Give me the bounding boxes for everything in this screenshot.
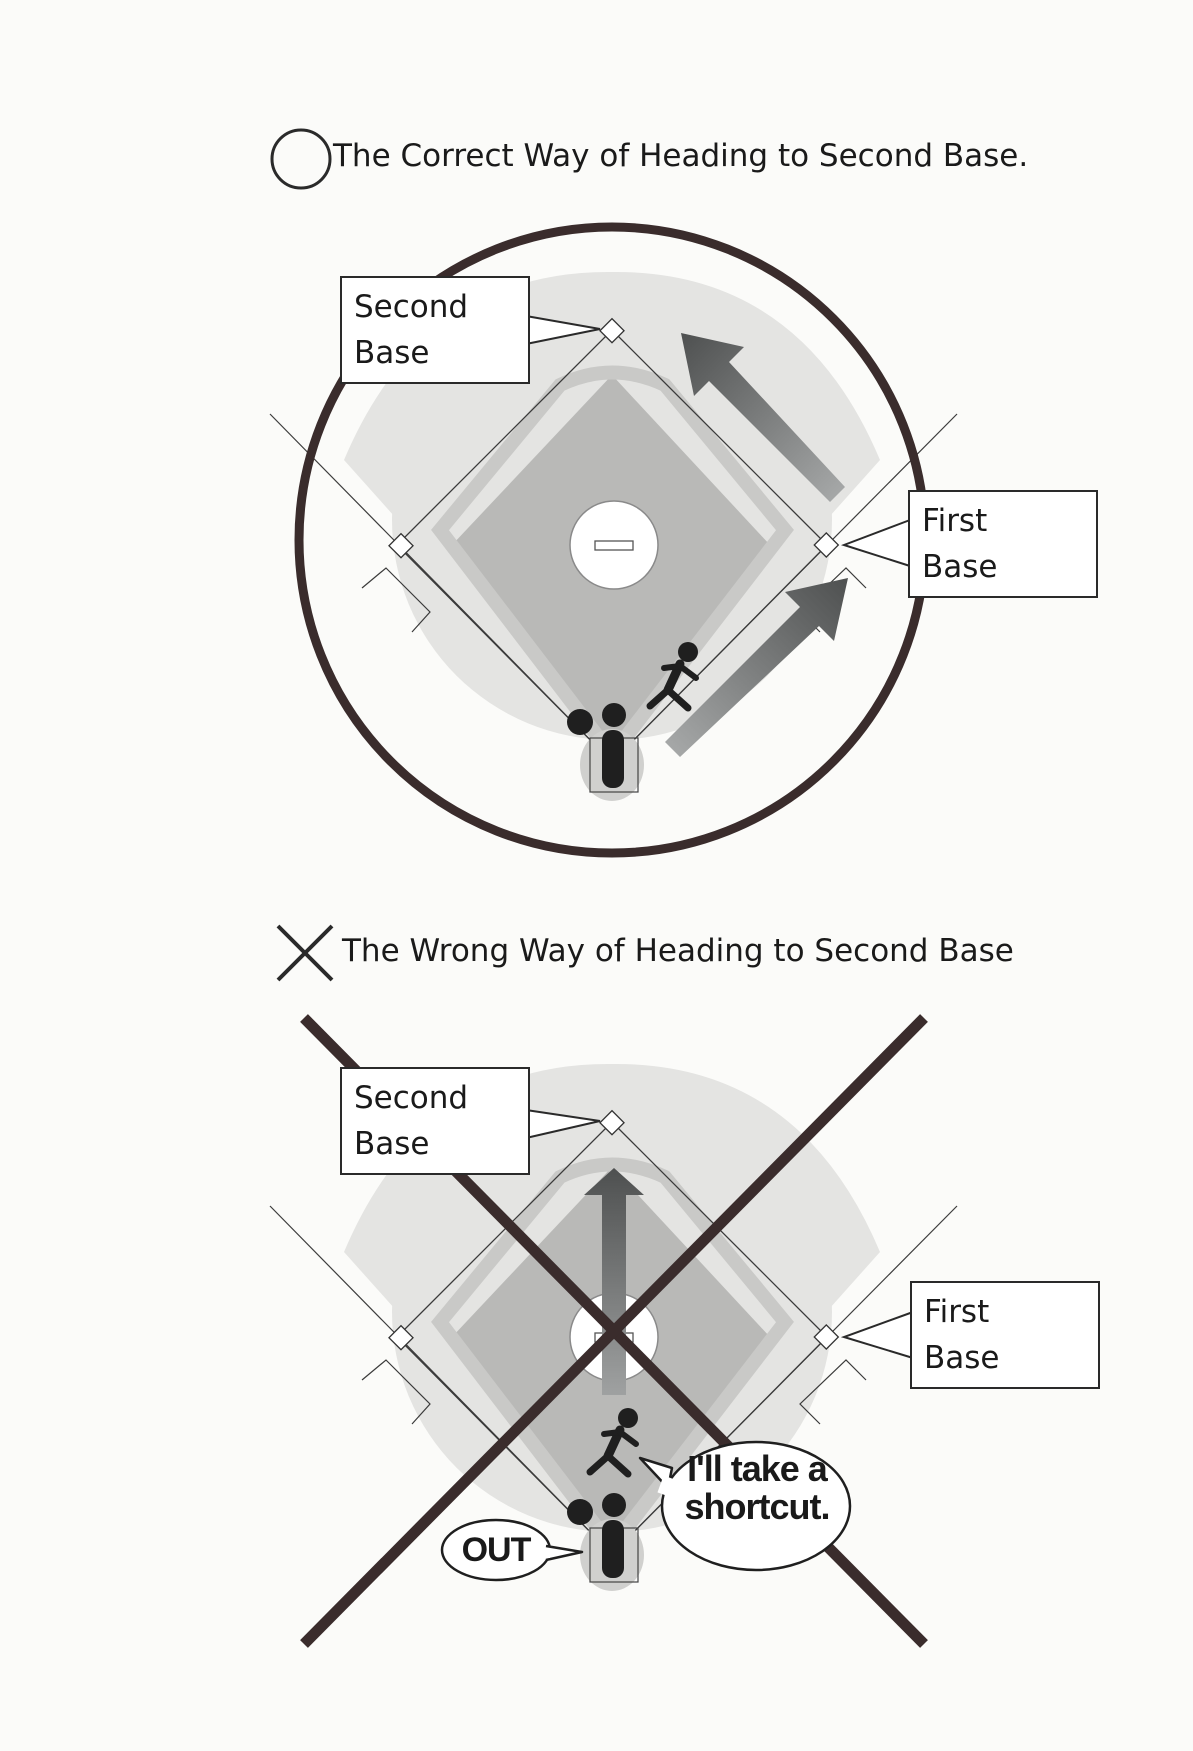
arrow-first-to-second [681, 333, 845, 502]
second-base-marker [599, 317, 625, 344]
speech-bubble [660, 1440, 852, 1572]
correct-field [269, 222, 958, 858]
first-base-marker [813, 1324, 840, 1350]
infield-dirt-edge [431, 1157, 794, 1559]
runner-icon [586, 1408, 639, 1478]
speech-bubble-text: I'll take a shortcut. [684, 1448, 830, 1527]
infield-dirt-edge [431, 365, 794, 767]
coach-box-left [361, 1359, 431, 1425]
callout-first-base-correct: First Base [908, 490, 1098, 598]
first-base-marker [813, 532, 840, 558]
callout-pointers [525, 315, 914, 1359]
callout-second-base-wrong: Second Base [340, 1067, 530, 1175]
wrong-field [269, 1014, 958, 1648]
second-base-marker [599, 1109, 625, 1136]
catcher-figure [567, 703, 626, 788]
runner-icon [646, 642, 699, 712]
cross-mark-icon [276, 924, 334, 982]
coach-box-left [361, 567, 431, 633]
circle-mark-icon [270, 128, 332, 190]
arrow-straight-to-second [584, 1168, 644, 1395]
arrow-home-to-first [665, 578, 848, 757]
catcher-figure [567, 1493, 626, 1578]
third-base-marker [388, 1324, 414, 1351]
heading-wrong-way: The Wrong Way of Heading to Second Base [342, 933, 1014, 969]
pitcher-plate [594, 540, 634, 551]
callout-first-base-wrong: First Base [910, 1281, 1100, 1389]
wrong-cross-line [300, 1014, 928, 1648]
out-bubble-text: OUT [461, 1531, 532, 1569]
coach-box-right [799, 1359, 867, 1425]
third-base-marker [388, 532, 414, 559]
out-bubble-tail [545, 1544, 584, 1562]
heading-correct-way: The Correct Way of Heading to Second Bas… [333, 138, 1029, 174]
callout-second-base-correct: Second Base [340, 276, 530, 384]
